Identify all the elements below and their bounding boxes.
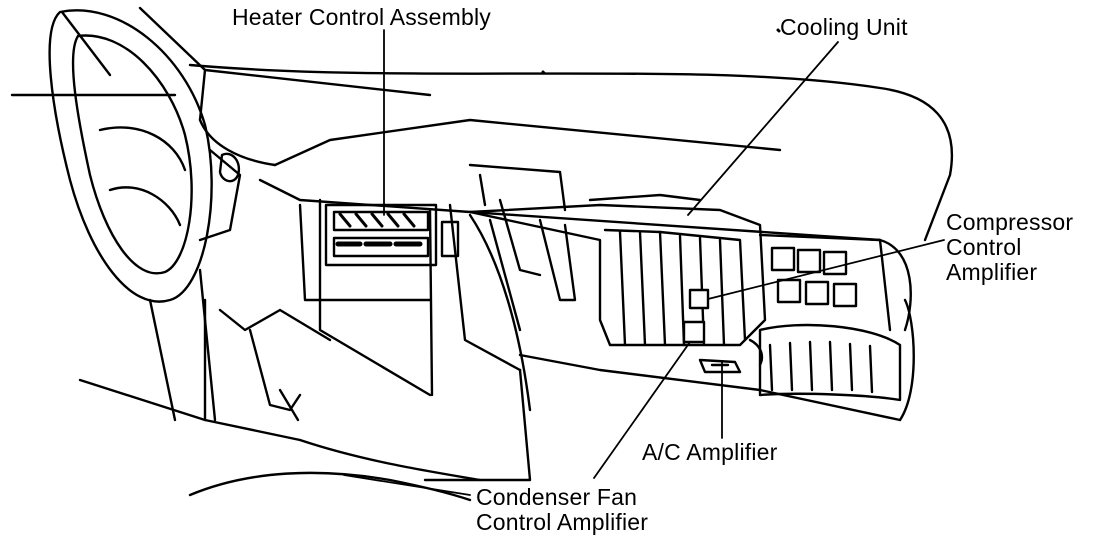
label-heater-control-assembly: Heater Control Assembly: [232, 4, 491, 30]
leader-lines: [343, 29, 945, 496]
label-cooling-unit: Cooling Unit: [780, 14, 908, 40]
label-condenser-fan-control-amplifier: Condenser Fan Control Amplifier: [476, 484, 649, 535]
steering-wheel: [10, 9, 217, 422]
label-ac-amplifier: A/C Amplifier: [642, 439, 778, 465]
blower-assembly: [748, 233, 902, 402]
specks: [541, 28, 781, 75]
amplifier-boxes: [682, 288, 742, 374]
label-compressor-control-amplifier: Compressor Control Amplifier: [946, 209, 1074, 285]
cooling-unit: [468, 163, 767, 347]
heater-control-panel: [324, 203, 460, 267]
dash-lower: [78, 198, 915, 502]
